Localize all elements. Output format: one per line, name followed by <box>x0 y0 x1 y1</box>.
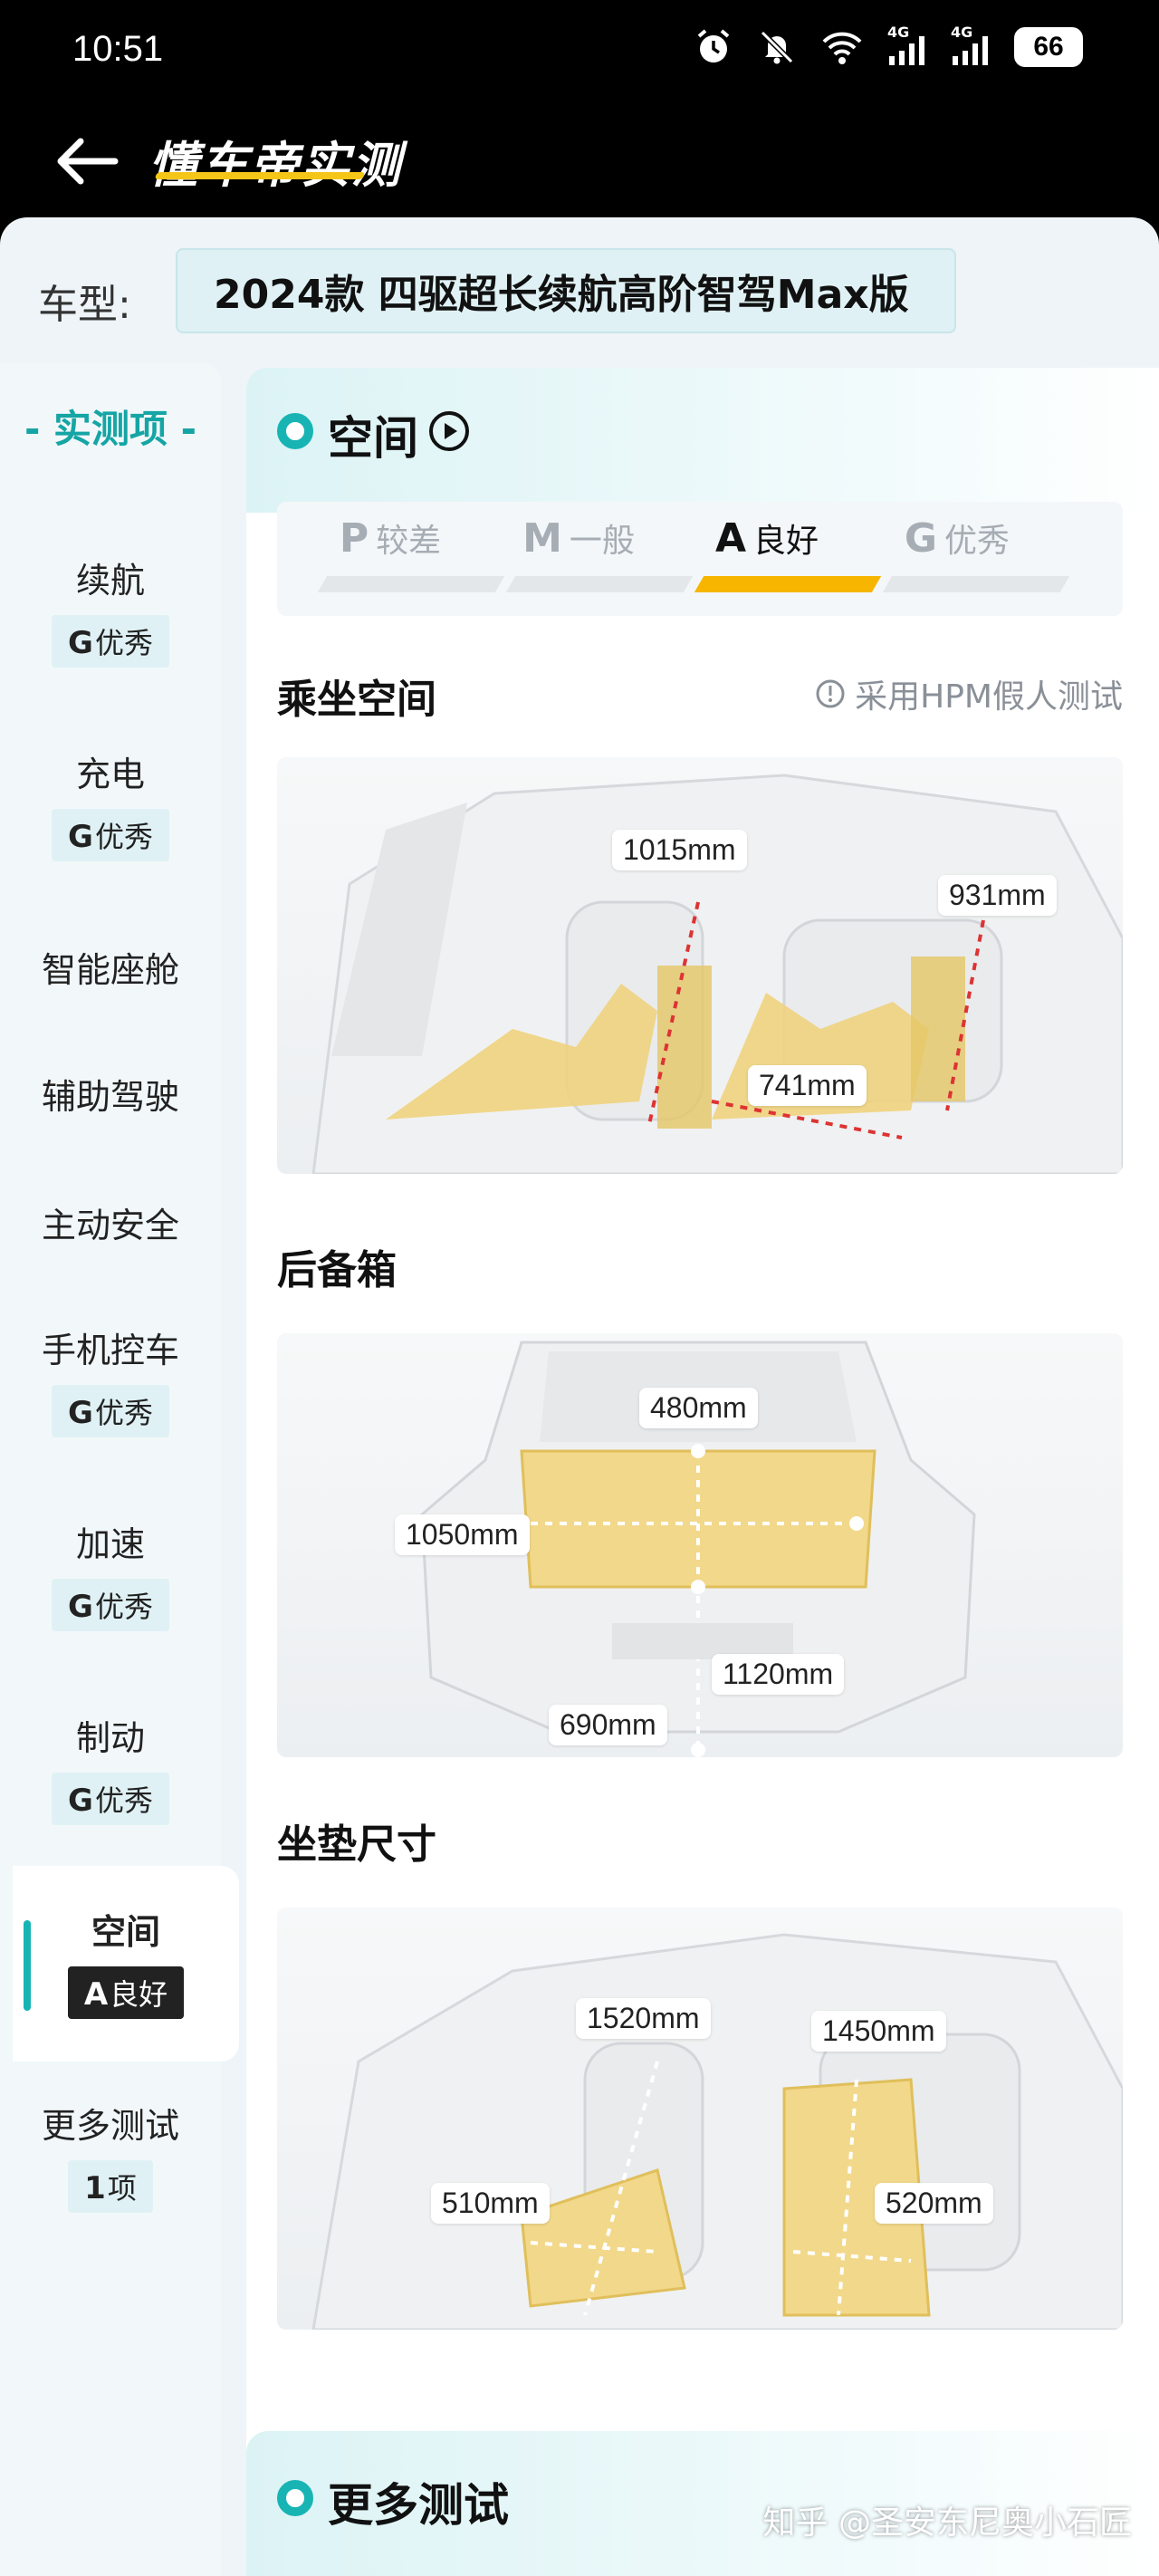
sidebar: - 实测项 - 续航 G优秀 充电 G优秀 智能座舱 辅助驾驶 主动安全 手机控… <box>0 362 239 2576</box>
sidebar-item-phone-control[interactable]: 手机控车 G优秀 <box>0 1322 221 1437</box>
count-badge: 1项 <box>68 2160 153 2213</box>
dimension-label: 510mm <box>431 2183 550 2224</box>
signal-4g-1: 4G <box>887 24 927 67</box>
sidebar-item-label: 手机控车 <box>41 1331 179 1370</box>
grade-badge: G优秀 <box>52 1579 169 1631</box>
play-circle-icon[interactable] <box>427 409 471 453</box>
dimension-label: 1015mm <box>612 830 747 870</box>
sidebar-item-active-safety[interactable]: 主动安全 <box>0 1197 221 1247</box>
grade-badge: G优秀 <box>52 1385 169 1437</box>
dimension-label: 741mm <box>748 1065 867 1106</box>
dimension-label: 1050mm <box>395 1514 530 1555</box>
rating-bar-poor <box>317 576 505 592</box>
cushion-size-image: 1520mm 1450mm 510mm 520mm <box>277 1908 1123 2330</box>
sidebar-item-smart-cockpit[interactable]: 智能座舱 <box>0 942 221 992</box>
dimension-label: 690mm <box>549 1705 667 1745</box>
active-indicator <box>24 1920 31 2011</box>
dimension-label: 520mm <box>875 2183 993 2224</box>
signal-bars-icon <box>953 36 988 65</box>
car-interior-illustration <box>311 774 1123 1174</box>
sidebar-item-label: 加速 <box>75 1524 145 1564</box>
back-button[interactable] <box>45 125 127 197</box>
model-row: 车型: 2024款 四驱超长续航高阶智驾Max版 <box>0 248 1159 339</box>
grade-badge: A良好 <box>67 1966 185 2019</box>
watermark: 知乎 @圣安东尼奥小石匠 <box>762 2504 1132 2542</box>
nav-title: 懂车帝实测 <box>148 137 402 194</box>
card-header-background <box>246 368 1159 513</box>
rating-bar-excellent <box>882 576 1070 592</box>
trunk-title: 后备箱 <box>277 1247 397 1293</box>
seating-space-title: 乘坐空间 <box>277 677 436 723</box>
sidebar-item-label: 智能座舱 <box>41 950 179 990</box>
back-arrow-icon <box>57 138 119 185</box>
dimension-label: 480mm <box>639 1388 758 1428</box>
hpm-note-text: 采用HPM假人测试 <box>855 678 1123 716</box>
sidebar-item-acceleration[interactable]: 加速 G优秀 <box>0 1516 221 1631</box>
sidebar-item-label: 续航 <box>75 561 145 601</box>
info-icon <box>816 679 845 708</box>
mute-bell-icon <box>760 30 794 64</box>
section-dot-icon <box>277 2480 313 2516</box>
status-time: 10:51 <box>72 29 164 69</box>
grade-badge: G优秀 <box>52 615 169 668</box>
wifi-icon <box>822 32 862 64</box>
signal-4g-2: 4G <box>951 24 991 67</box>
sidebar-item-label: 更多测试 <box>41 2106 179 2146</box>
sidebar-item-more-tests[interactable]: 更多测试 1项 <box>0 2098 221 2213</box>
section-title: 空间 <box>328 412 418 465</box>
sidebar-item-charging[interactable]: 充电 G优秀 <box>0 746 221 861</box>
grade-badge: G优秀 <box>52 809 169 861</box>
main-sheet: 车型: 2024款 四驱超长续航高阶智驾Max版 - 实测项 - 续航 G优秀 … <box>0 217 1159 2576</box>
sidebar-item-space[interactable]: 空间 A良好 <box>13 1866 239 2062</box>
model-label: 车型: <box>38 282 131 328</box>
battery-indicator: 66 <box>1014 27 1083 67</box>
dimension-label: 1120mm <box>712 1654 845 1695</box>
seat-cushion-illustration <box>311 1933 1123 2330</box>
dimension-label: 1450mm <box>811 2011 946 2052</box>
section-dot-icon <box>277 413 313 449</box>
trunk-image: 480mm 1050mm 1120mm 690mm <box>277 1333 1123 1757</box>
hpm-note[interactable]: 采用HPM假人测试 <box>815 670 1123 717</box>
sidebar-heading: - 实测项 - <box>24 407 197 451</box>
sidebar-item-label: 制动 <box>75 1718 145 1758</box>
sidebar-item-label: 充电 <box>75 755 145 794</box>
cushion-size-title: 坐垫尺寸 <box>277 1821 436 1868</box>
sidebar-item-assisted-driving[interactable]: 辅助驾驶 <box>0 1069 221 1119</box>
sidebar-item-label: 空间 <box>91 1912 160 1952</box>
grade-badge: G优秀 <box>52 1773 169 1825</box>
status-bar: 10:51 4G 4G <box>0 0 1159 105</box>
trunk-illustration <box>420 1341 976 1757</box>
alarm-icon <box>697 29 730 62</box>
nav-bar: 懂车帝实测 <box>0 105 1159 217</box>
nav-title-underline <box>154 172 366 179</box>
dimension-label: 1520mm <box>576 1998 711 2039</box>
more-tests-card: 更多测试 <box>246 2431 1159 2576</box>
status-icons: 4G 4G 66 <box>694 24 1083 67</box>
sidebar-item-label: 主动安全 <box>41 1206 179 1245</box>
more-tests-title: 更多测试 <box>328 2479 509 2532</box>
sidebar-item-braking[interactable]: 制动 G优秀 <box>0 1710 221 1825</box>
rating-bar-average <box>505 576 694 592</box>
signal-bars-icon <box>889 36 924 65</box>
sidebar-item-range[interactable]: 续航 G优秀 <box>0 553 221 668</box>
model-selector[interactable]: 2024款 四驱超长续航高阶智驾Max版 <box>176 248 956 333</box>
sidebar-item-label: 辅助驾驶 <box>41 1077 179 1117</box>
rating-bar-good <box>694 576 882 592</box>
dimension-label: 931mm <box>938 875 1057 916</box>
seating-space-image: 1015mm 931mm 741mm <box>277 757 1123 1174</box>
